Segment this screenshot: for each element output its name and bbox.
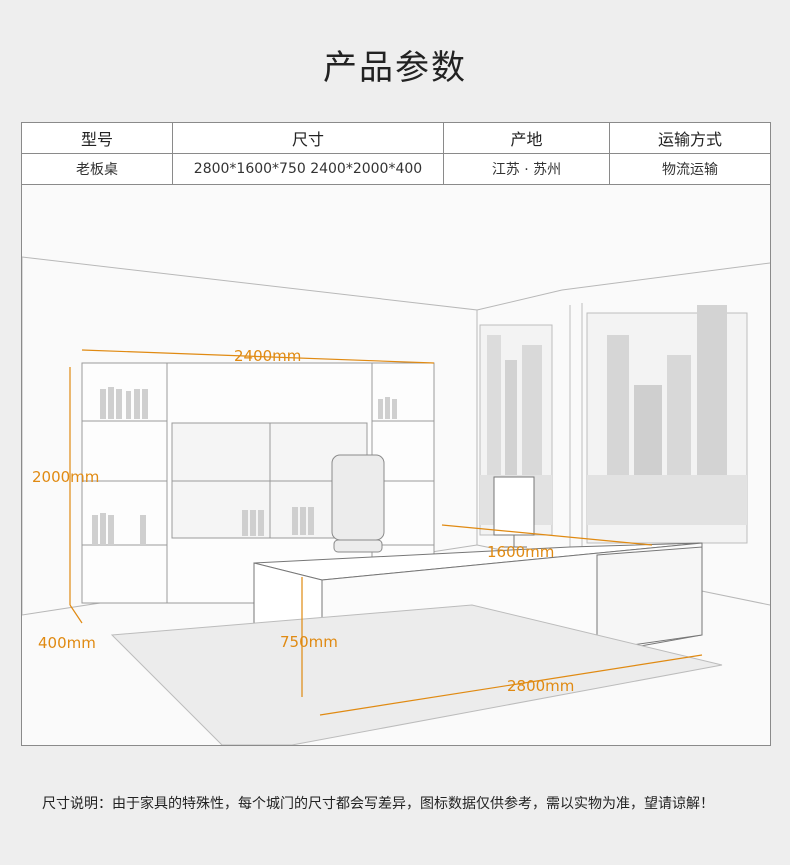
- dim-desk-depth: 1600mm: [487, 543, 554, 561]
- office-chair: [331, 454, 385, 553]
- value-model: 老板桌: [22, 153, 173, 185]
- value-size: 2800*1600*750 2400*2000*400: [172, 153, 444, 185]
- product-panel: 型号 尺寸 产地 运输方式 老板桌 2800*1600*750 2400*200…: [21, 122, 771, 746]
- window-city-view: [479, 303, 748, 557]
- office-sketch-illustration: 2400mm 2000mm 400mm 1600mm 750mm 2800mm: [22, 256, 770, 745]
- value-shipping: 物流运输: [609, 153, 770, 185]
- monitor: [493, 476, 535, 548]
- value-origin: 江苏 · 苏州: [443, 153, 610, 185]
- books: [92, 387, 397, 545]
- page-title: 产品参数: [323, 48, 467, 88]
- dim-depth-bottom: 400mm: [38, 634, 96, 652]
- spec-value-row: 老板桌 2800*1600*750 2400*2000*400 江苏 · 苏州 …: [22, 153, 770, 185]
- size-disclaimer: 尺寸说明：由于家具的特殊性，每个城门的尺寸都会写差异，图标数据仅供参考，需以实物…: [42, 796, 714, 812]
- spec-table: 型号 尺寸 产地 运输方式 老板桌 2800*1600*750 2400*200…: [22, 123, 770, 185]
- header-shipping: 运输方式: [609, 123, 770, 154]
- rug: [110, 604, 723, 745]
- dim-width-top: 2400mm: [234, 347, 301, 365]
- dim-desk-height: 750mm: [280, 633, 338, 651]
- header-origin: 产地: [443, 123, 610, 154]
- dim-desk-width: 2800mm: [507, 677, 574, 695]
- spec-header-row: 型号 尺寸 产地 运输方式: [22, 123, 770, 154]
- dimension-lines: [69, 349, 703, 716]
- dim-height-left: 2000mm: [32, 468, 99, 486]
- header-model: 型号: [22, 123, 173, 154]
- header-size: 尺寸: [172, 123, 444, 154]
